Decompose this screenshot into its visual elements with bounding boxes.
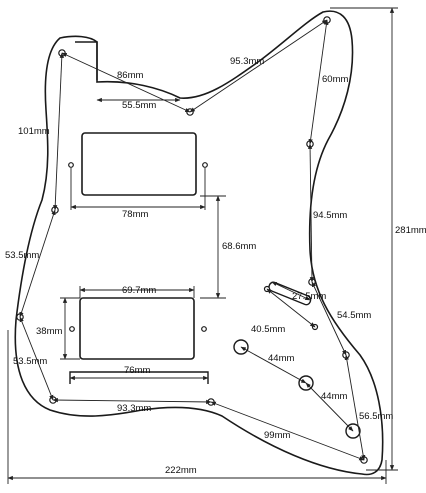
dim-line-95-3: [189, 19, 328, 113]
pickup-mount-hole: [201, 326, 207, 332]
label-69-7: 69.7mm: [122, 285, 156, 296]
label-55-5: 55.5mm: [122, 100, 156, 111]
label-27-5: 27.5mm: [292, 291, 326, 302]
pickup-mount-hole: [69, 326, 75, 332]
dim-line-101: [53, 52, 64, 211]
pickup-mount-hole: [68, 162, 74, 168]
label-93-3: 93.3mm: [117, 403, 151, 414]
label-99: 99mm: [264, 430, 290, 441]
dim-line-53-5a: [19, 209, 56, 318]
dim-line-40-5: [266, 288, 316, 328]
dimension-labels: 86mm 95.3mm 55.5mm 60mm 101mm 78mm 94.5m…: [5, 56, 426, 476]
pickup-mount-hole: [202, 162, 208, 168]
label-53-5b: 53.5mm: [13, 356, 47, 367]
label-94-5: 94.5mm: [313, 210, 347, 221]
label-38: 38mm: [36, 326, 62, 337]
label-60: 60mm: [322, 74, 348, 85]
label-53-5a: 53.5mm: [5, 250, 39, 261]
label-44a: 44mm: [268, 353, 294, 364]
dim-line-99: [210, 401, 365, 461]
dim-line-54-5: [311, 281, 347, 356]
dim-line-44a: [240, 346, 307, 384]
label-222: 222mm: [165, 465, 197, 476]
label-44b: 44mm: [321, 391, 347, 402]
label-95-3: 95.3mm: [230, 56, 264, 67]
dim-line-86: [61, 52, 191, 113]
dim-line-94-5: [307, 143, 315, 283]
label-76: 76mm: [124, 365, 150, 376]
label-54-5: 54.5mm: [337, 310, 371, 321]
dim-line-53-5b: [19, 316, 54, 401]
label-56-5: 56.5mm: [359, 411, 393, 422]
dim-line-93-3: [52, 397, 212, 405]
label-101: 101mm: [18, 126, 50, 137]
label-281: 281mm: [395, 225, 426, 236]
neck-humbucker-cutout: [81, 132, 197, 196]
bridge-humbucker-cutout: [79, 297, 195, 360]
dimension-lines: [7, 7, 398, 484]
label-68-6: 68.6mm: [222, 241, 256, 252]
label-78: 78mm: [122, 209, 148, 220]
label-40-5: 40.5mm: [251, 324, 285, 335]
label-86: 86mm: [117, 70, 143, 81]
dim-line-60: [308, 19, 329, 145]
